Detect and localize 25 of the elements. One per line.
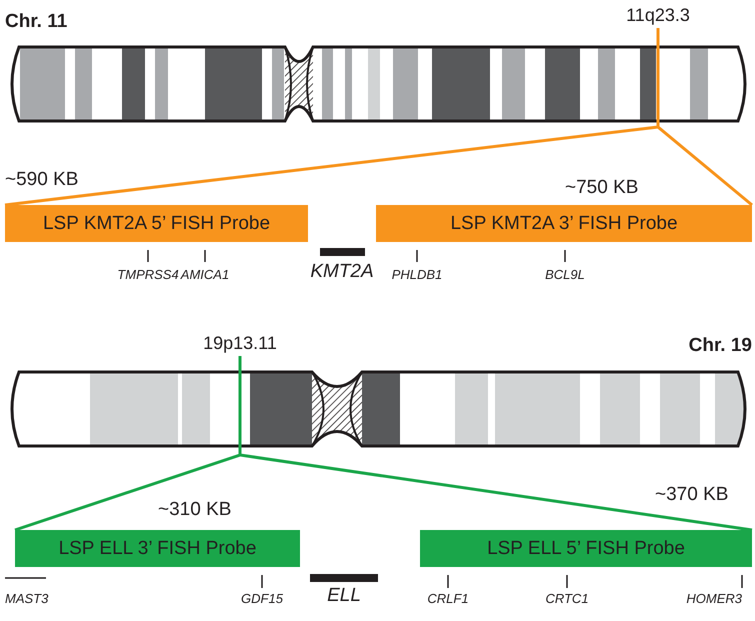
chromosome-label: Chr. 11 (5, 12, 68, 33)
probe-bar: LSP KMT2A 3’ FISH Probe (376, 205, 752, 242)
chromosome-label: Chr. 19 (688, 336, 752, 357)
gene-label: PHLDB1 (392, 268, 442, 282)
gene-label: TMPRSS4 (117, 268, 179, 282)
probe-bar: LSP KMT2A 5’ FISH Probe (5, 205, 308, 242)
size-label: ~590 KB (5, 170, 78, 191)
band-label: 19p13.11 (203, 334, 277, 354)
gene-label: CRTC1 (545, 592, 589, 606)
gene-label: AMICA1 (180, 268, 230, 282)
size-label: ~370 KB (655, 485, 728, 506)
zoom-line (238, 356, 752, 532)
gene-label: KMT2A (310, 262, 374, 283)
gene-label: ELL (327, 586, 361, 607)
probe-bar: LSP ELL 5’ FISH Probe (420, 530, 752, 567)
size-label: ~750 KB (565, 178, 638, 199)
gene-label: HOMER3 (686, 592, 742, 606)
size-label: ~310 KB (158, 500, 232, 521)
zoom-line (656, 28, 753, 206)
gene-label: GDF15 (241, 592, 283, 606)
gene-label: MAST3 (5, 592, 48, 606)
gene-label: CRLF1 (427, 592, 469, 606)
band-label: 11q23.3 (626, 6, 690, 26)
gene-label: BCL9L (545, 268, 585, 282)
probe-bar: LSP ELL 3’ FISH Probe (15, 530, 300, 567)
